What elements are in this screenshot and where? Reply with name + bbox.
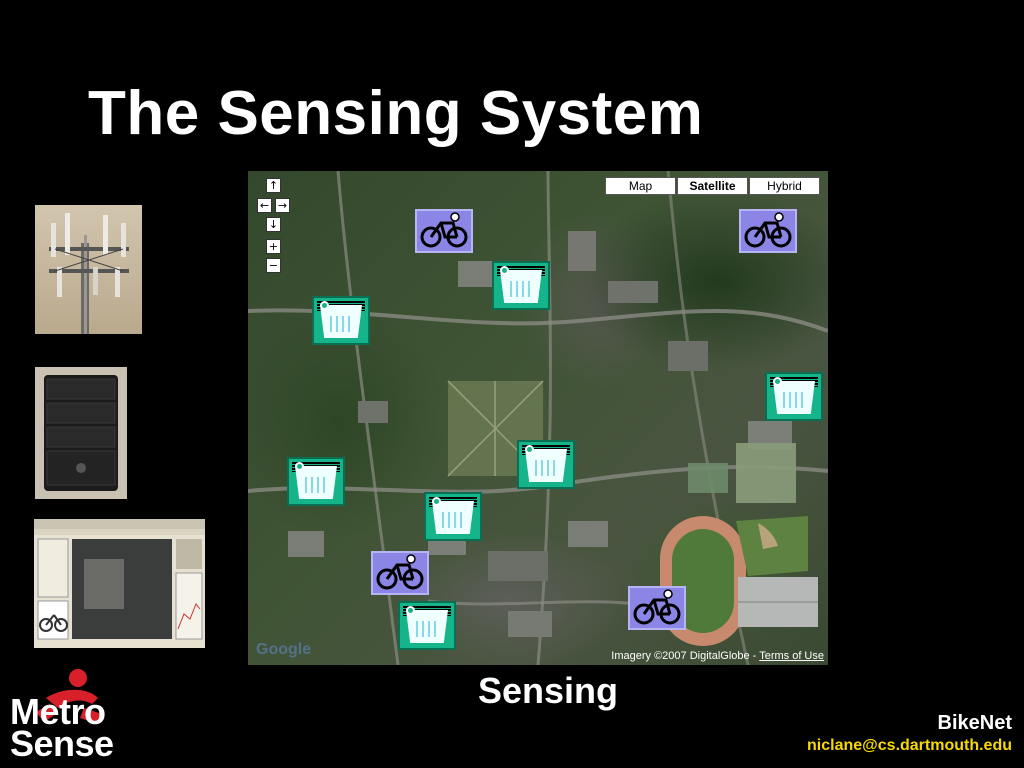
map-caption: Sensing (478, 670, 619, 711)
map-attribution: Imagery ©2007 DigitalGlobe - Terms of Us… (611, 650, 824, 662)
sensor-marker[interactable] (424, 492, 482, 541)
metrosense-logo: Metro Sense (6, 668, 126, 764)
bike-marker[interactable] (739, 209, 797, 253)
logo-text-metro: Metro (10, 691, 106, 732)
pan-left-button[interactable]: ← (257, 198, 272, 213)
terms-of-use-link[interactable]: Terms of Use (759, 650, 824, 662)
satellite-map[interactable]: Map Satellite Hybrid ↑ ← → ↓ + − (248, 171, 828, 665)
slide-title: The Sensing System (88, 79, 704, 148)
bicycle-icon (420, 212, 468, 248)
google-logo: Google (256, 641, 312, 658)
sensor-marker[interactable] (287, 457, 345, 506)
map-type-hybrid-button[interactable]: Hybrid (749, 177, 820, 195)
pan-right-button[interactable]: → (275, 198, 290, 213)
map-type-map-button[interactable]: Map (605, 177, 676, 195)
map-imagery (248, 171, 828, 665)
cell-tower-image (35, 205, 142, 334)
contact-email: niclane@cs.dartmouth.edu (807, 737, 1012, 754)
software-screenshot-image (34, 519, 205, 648)
bike-marker[interactable] (415, 209, 473, 253)
logo-text-sense: Sense (10, 723, 114, 764)
map-type-satellite-button[interactable]: Satellite (677, 177, 748, 195)
sensor-marker[interactable] (517, 440, 575, 489)
runner-figure-icon (36, 669, 102, 724)
bicycle-icon (633, 589, 681, 625)
sensor-marker[interactable] (765, 372, 823, 421)
pan-up-button[interactable]: ↑ (266, 178, 281, 193)
project-name: BikeNet (937, 712, 1012, 734)
map-type-bar: Map Satellite Hybrid (604, 177, 820, 195)
sensor-marker[interactable] (398, 601, 456, 650)
sensor-marker[interactable] (492, 261, 550, 310)
pan-down-button[interactable]: ↓ (266, 217, 281, 232)
bicycle-icon (376, 554, 424, 590)
bike-marker[interactable] (628, 586, 686, 630)
bike-marker[interactable] (371, 551, 429, 595)
zoom-in-button[interactable]: + (266, 239, 281, 254)
bicycle-icon (744, 212, 792, 248)
zoom-out-button[interactable]: − (266, 258, 281, 273)
sensor-marker[interactable] (312, 296, 370, 345)
server-image (35, 367, 127, 499)
attribution-text: Imagery ©2007 DigitalGlobe - (611, 650, 760, 662)
